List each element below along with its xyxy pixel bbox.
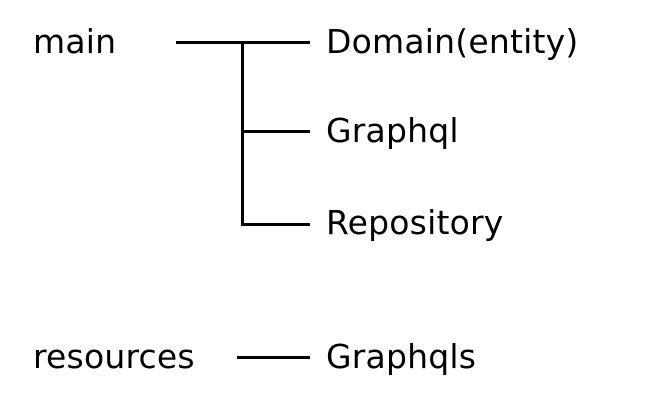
connector-main-trunk — [241, 41, 244, 226]
root-label-main: main — [33, 22, 117, 61]
connector-main-horizontal — [176, 41, 243, 44]
child-label-graphql: Graphql — [326, 111, 459, 150]
child-label-graphqls: Graphqls — [326, 337, 477, 376]
connector-resources-horizontal — [237, 356, 310, 359]
root-label-resources: resources — [33, 337, 195, 376]
branch-line-domain — [241, 41, 310, 44]
branch-line-graphql — [241, 130, 310, 133]
child-label-repository: Repository — [326, 203, 504, 242]
child-label-domain-entity: Domain(entity) — [326, 22, 579, 61]
branch-line-repository — [241, 223, 310, 226]
